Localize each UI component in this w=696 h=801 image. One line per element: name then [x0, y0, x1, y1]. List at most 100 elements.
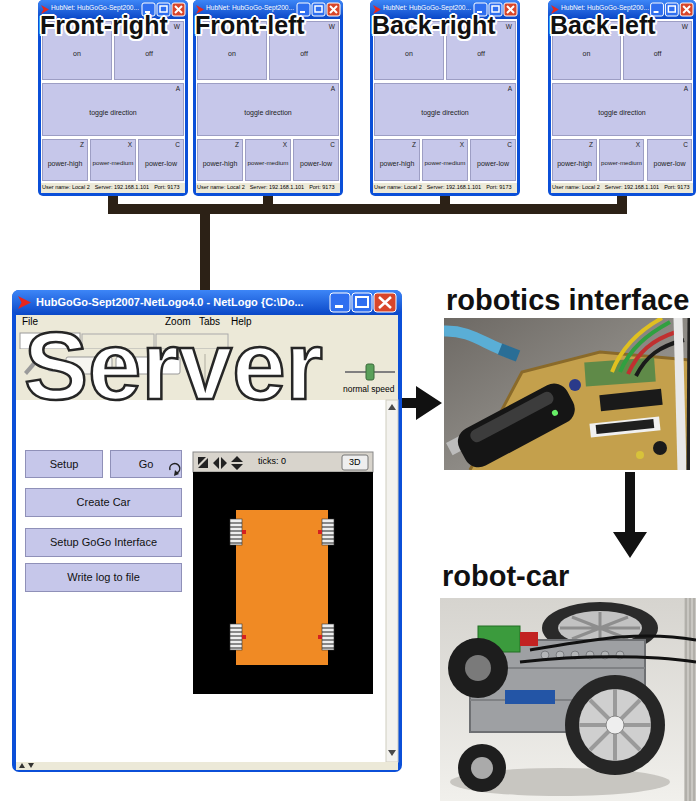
interface-board-photo [678, 318, 682, 470]
client-window: Back-leftHubNet: HubGoGo-Sept200...User … [548, 0, 696, 196]
hubnet-button: power-high Z [42, 139, 88, 181]
wheel-direction-mark [242, 530, 322, 639]
robot-car-photo [440, 598, 696, 801]
hubnet-button: power-mediumX [422, 139, 468, 181]
world-view [213, 457, 227, 469]
button-label: off [145, 50, 153, 57]
hubnet-button: toggle directionA [552, 83, 692, 136]
speed-label: normal speed [343, 385, 395, 394]
netlogo-button: Write log to file [25, 563, 182, 592]
wheel-marker [230, 519, 334, 650]
button-label: power-high [48, 160, 83, 167]
player-label: Back-left [550, 13, 656, 38]
hub-wire [205, 196, 622, 290]
server-window-frame [356, 297, 368, 307]
button-label: off [654, 50, 662, 57]
wheel-marker [322, 624, 334, 650]
shortcut-key: Z [589, 142, 593, 149]
shortcut-key: W [174, 24, 180, 31]
window-title: HubNet: HubGoGo-Sept200... [383, 5, 471, 12]
go-button-face [110, 450, 182, 478]
player-label: Front-right [40, 13, 168, 38]
shortcut-key: A [508, 86, 512, 93]
netlogo-button: Go [110, 450, 182, 478]
interface-board-photo [589, 416, 660, 437]
hubnet-button: power-high Z [552, 139, 597, 181]
server-window-frame [12, 290, 402, 772]
client-window: Front-rightHubNet: HubGoGo-Sept200... Use… [38, 0, 188, 196]
photo-heading: robotics interface [446, 286, 689, 315]
wheel-direction-mark [242, 530, 246, 534]
server-window-frame [386, 400, 398, 762]
button-label: on [73, 50, 81, 57]
interface-board-photo [500, 349, 518, 356]
wheel-stripes [230, 523, 242, 543]
status-text: Port: 9173 [486, 185, 511, 191]
world-view [198, 457, 206, 465]
server-window-frame [16, 762, 398, 770]
button-label: power-low [477, 160, 509, 167]
button-label: Setup [50, 459, 79, 470]
button-label: power-high [203, 160, 238, 167]
button-label: power-medium [93, 160, 134, 166]
client-window: Front-leftHubNet: HubGoGo-Sept200...User… [193, 0, 343, 196]
button-label: Create Car [77, 497, 131, 508]
server-window-frame [388, 404, 396, 410]
robot-car-photo [686, 598, 694, 801]
shortcut-key: X [636, 142, 640, 149]
wheel-stripes [230, 628, 242, 648]
server-window: ServerHubGoGo-Sept2007-NetLogo4.0 - NetL… [12, 290, 402, 772]
hubnet-button: power-lowC [293, 139, 339, 181]
status-text: User name: Local 2 [42, 185, 90, 191]
hubnet-button: power-low C [470, 139, 516, 181]
interface-board-photo [453, 378, 580, 470]
hubnet-button: power-mediumX [90, 139, 136, 181]
player-label: Back-right [372, 13, 496, 38]
wheel-stripes [322, 523, 334, 543]
server-window-frame [335, 305, 343, 308]
button-label: Setup GoGo Interface [50, 537, 157, 548]
button-label: power-medium [601, 160, 642, 166]
menu-item: File [22, 317, 38, 327]
button-label: toggle direction [598, 109, 645, 116]
world-view [193, 452, 373, 694]
interface-board-photo [653, 441, 667, 455]
shortcut-key: X [283, 142, 287, 149]
robot-car-photo [448, 638, 508, 698]
window-title: HubGoGo-Sept2007-NetLogo4.0 - NetLogo {C… [36, 297, 304, 308]
wheel-direction-mark [318, 635, 322, 639]
world-view [236, 510, 328, 665]
wheel-direction-mark [318, 530, 322, 534]
interface-board-photo [468, 390, 555, 445]
shortcut-key: X [460, 142, 464, 149]
status-text: Server: 192.168.1.101 [95, 185, 149, 191]
hubnet-button: toggle directionA [42, 83, 184, 136]
menu-item: Zoom [165, 317, 191, 327]
shortcut-key: C [507, 142, 512, 149]
button-label: off [300, 50, 308, 57]
hubnet-button: power-lowC [647, 139, 692, 181]
status-text: Server: 192.168.1.101 [605, 185, 659, 191]
button-label: power-high [557, 160, 592, 167]
window-title: HubNet: HubGoGo-Sept200... [561, 5, 649, 12]
world-view [342, 455, 368, 470]
client-window-frame [370, 0, 520, 196]
photo-panel: robotics interface [442, 282, 694, 472]
photo-heading: robot-car [442, 562, 569, 591]
robot-car-photo [684, 598, 696, 801]
button-label: on [228, 50, 236, 57]
robot-car-photo [440, 598, 696, 801]
hubnet-button: power-lowC [138, 139, 184, 181]
tick-counter: ticks: 0 [258, 457, 286, 466]
window-title: HubNet: HubGoGo-Sept200... [51, 5, 139, 12]
shortcut-key: Z [80, 142, 84, 149]
client-window-frame [193, 0, 343, 196]
button-label: Write log to file [67, 572, 140, 583]
client-window-frame [548, 0, 696, 196]
status-text: Port: 9173 [154, 185, 179, 191]
world-view [193, 452, 373, 472]
button-label: power-high [380, 160, 415, 167]
robot-car-photo [565, 675, 665, 775]
view-button-label: 3D [349, 458, 361, 467]
